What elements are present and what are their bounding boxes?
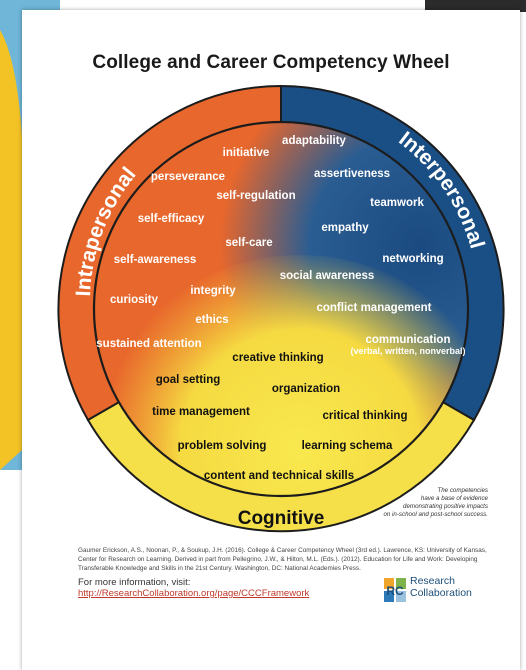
- citation: Gaumer Erickson, A.S., Noonan, P., & Sou…: [78, 546, 488, 573]
- page-title: College and Career Competency Wheel: [92, 52, 450, 73]
- competency-sustained-attention: sustained attention: [96, 338, 201, 350]
- competency-self-efficacy: self-efficacy: [138, 213, 205, 225]
- competency-content-technical-skills: content and technical skills: [204, 470, 354, 482]
- competency-self-awareness: self-awareness: [114, 254, 196, 266]
- left-backdrop-curve: [0, 30, 24, 470]
- competency-organization: organization: [272, 383, 340, 395]
- competency-perseverance: perseverance: [151, 171, 225, 183]
- evidence-note-line: on in-school and post-school success.: [383, 511, 488, 518]
- competency-integrity: integrity: [190, 285, 236, 297]
- top-right-backdrop: [425, 0, 526, 12]
- competency-ethics: ethics: [195, 314, 228, 326]
- citation-line: Transferable Knowledge and Skills in the…: [78, 565, 361, 572]
- competency-social-awareness: social awareness: [280, 270, 375, 282]
- competency-problem-solving: problem solving: [178, 440, 267, 452]
- evidence-note-line: have a base of evidence: [420, 495, 488, 502]
- framework-link[interactable]: http://ResearchCollaboration.org/page/CC…: [78, 588, 310, 599]
- competency-goal-setting: goal setting: [156, 374, 221, 386]
- svg-text:RC: RC: [386, 584, 404, 598]
- evidence-note: The competencies have a base of evidence…: [372, 487, 488, 519]
- competency-self-care: self-care: [225, 237, 272, 249]
- cognitive-label: Cognitive: [238, 508, 325, 529]
- competency-conflict-management: conflict management: [316, 302, 431, 314]
- competency-time-management: time management: [152, 406, 250, 418]
- more-info-text: For more information, visit:: [78, 577, 191, 588]
- inner-disc: [94, 122, 468, 496]
- competency-curiosity: curiosity: [110, 294, 159, 306]
- logo-icon: RC: [384, 578, 406, 602]
- citation-line: Center for Research on Learning. Derived…: [78, 556, 478, 563]
- competency-self-regulation: self-regulation: [216, 190, 295, 202]
- competency-communication: communication: [366, 334, 451, 346]
- competency-communication-detail: (verbal, written, nonverbal): [350, 346, 465, 356]
- logo-text: Research Collaboration: [410, 575, 472, 599]
- competency-critical-thinking: critical thinking: [323, 410, 408, 422]
- inner-disc-outline: [92, 120, 470, 498]
- competency-learning-schema: learning schema: [302, 440, 393, 452]
- competency-networking: networking: [382, 253, 443, 265]
- citation-line: Gaumer Erickson, A.S., Noonan, P., & Sou…: [78, 547, 487, 554]
- competency-assertiveness: assertiveness: [314, 168, 390, 180]
- competency-creative-thinking: creative thinking: [232, 352, 323, 364]
- competency-teamwork: teamwork: [370, 197, 424, 209]
- evidence-note-line: demonstrating positive impacts: [403, 503, 488, 510]
- logo-line-1: Research: [410, 575, 455, 587]
- research-collaboration-logo: RC Research Collaboration: [384, 575, 494, 606]
- logo-line-2: Collaboration: [410, 586, 472, 599]
- competency-initiative: initiative: [223, 147, 270, 159]
- competency-empathy: empathy: [321, 222, 369, 234]
- competency-adaptability: adaptability: [282, 135, 347, 147]
- evidence-note-line: The competencies: [437, 487, 488, 494]
